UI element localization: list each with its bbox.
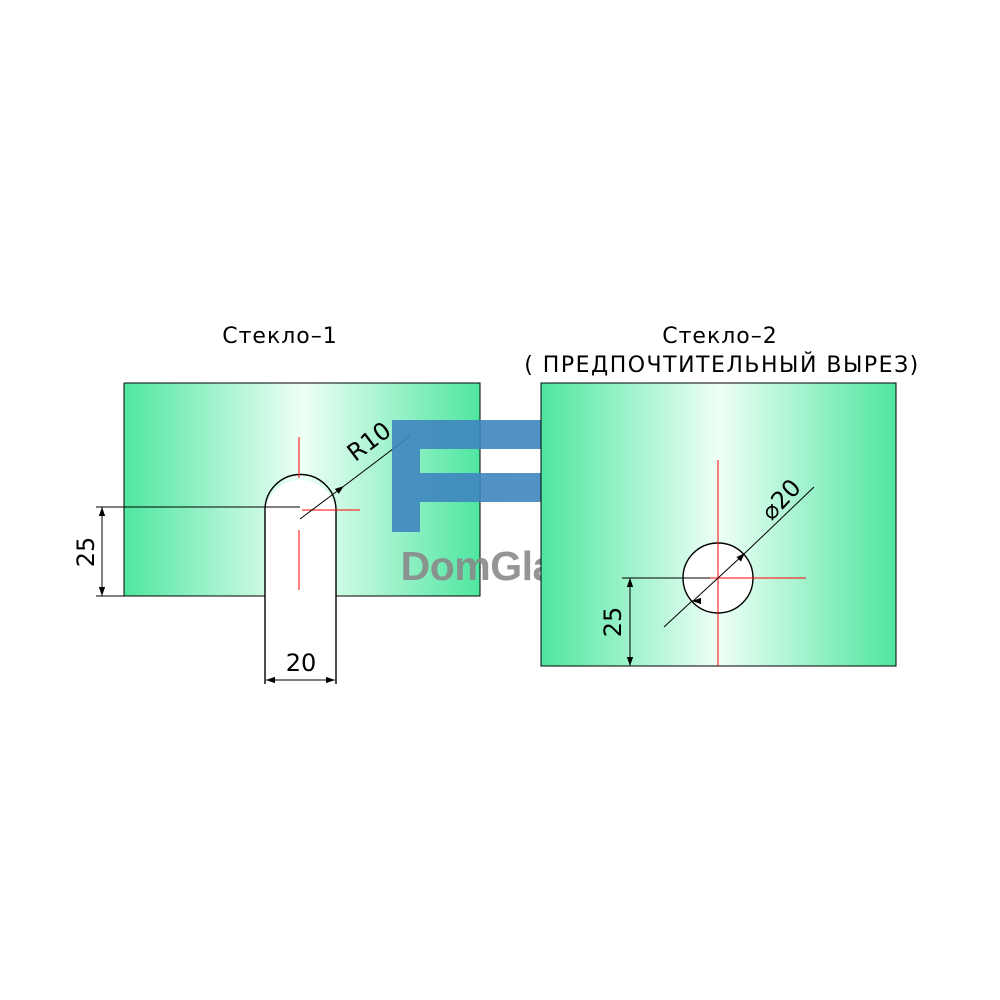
glass-1-width-label: 20	[286, 649, 317, 677]
glass-1: Стекло–1 25 20 R10	[72, 324, 481, 684]
glass-2-subtitle: ( ПРЕДПОЧТИТЕЛЬНЫЙ ВЫРЕЗ)	[524, 352, 920, 378]
glass-2-diameter-leader	[663, 486, 815, 628]
glass-1-title: Стекло–1	[222, 324, 338, 349]
glass-2-title: Стекло–2	[662, 324, 778, 349]
glass-1-height-label: 25	[72, 537, 100, 568]
glass-1-height-dimension	[96, 506, 300, 597]
glass-2-height-dimension	[622, 577, 718, 667]
glass-1-slot	[264, 473, 337, 684]
glass-1-panel	[124, 383, 480, 596]
glass-2-height-label: 25	[599, 607, 627, 638]
glass-2: Стекло–2 ( ПРЕДПОЧТИТЕЛЬНЫЙ ВЫРЕЗ) 25 ⌀2…	[524, 324, 920, 667]
